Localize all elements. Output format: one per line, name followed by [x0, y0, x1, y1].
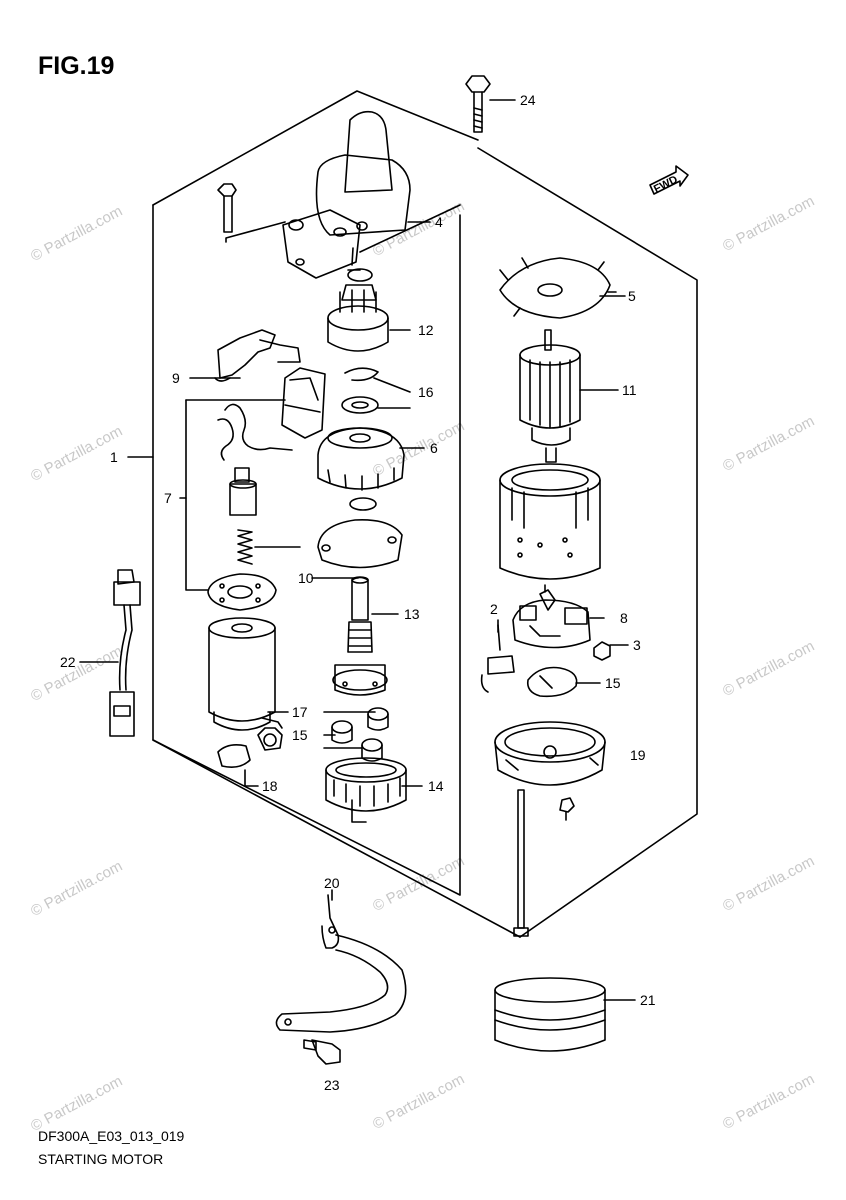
o-ring-part [349, 497, 377, 511]
nut-part [593, 641, 611, 661]
callout-15: 15 [292, 727, 308, 743]
figure-title: FIG.19 [38, 52, 115, 80]
clip-part [217, 744, 251, 768]
callout-15: 15 [605, 675, 621, 691]
callout-24: 24 [520, 92, 536, 108]
bolt-part [303, 1039, 341, 1065]
gasket-part [317, 518, 403, 569]
yoke-part [499, 463, 601, 593]
screw-part [217, 183, 237, 233]
gear-housing-part [317, 427, 405, 491]
armature-part [519, 329, 581, 463]
callout-12: 12 [418, 322, 434, 338]
callout-17: 17 [292, 704, 308, 720]
plate-ring-part [207, 573, 277, 611]
callout-22: 22 [60, 654, 76, 670]
callout-1: 1 [110, 449, 118, 465]
callout-9: 9 [172, 370, 180, 386]
magnetic-switch-cover-part [282, 110, 411, 279]
spring-part [237, 529, 253, 565]
callout-21: 21 [640, 992, 656, 1008]
callout-7: 7 [164, 490, 172, 506]
callout-4: 4 [435, 214, 443, 230]
callout-11: 11 [622, 382, 637, 398]
internal-gear-part [325, 757, 407, 812]
plate-part [526, 666, 578, 698]
bolt-part [465, 75, 491, 133]
callout-13: 13 [404, 606, 420, 622]
direction-label: FWD [652, 174, 680, 196]
callout-19: 19 [630, 747, 646, 763]
through-bolt-part [513, 789, 529, 937]
washer-part [341, 396, 379, 414]
bracket-part [281, 367, 326, 439]
assembly-outline [152, 90, 479, 206]
magnetic-switch-body-part [208, 617, 283, 731]
diagram-code: DF300A_E03_013_019 [38, 1128, 185, 1144]
callout-16: 16 [418, 384, 434, 400]
end-frame-part [494, 721, 606, 786]
callout-6: 6 [430, 440, 438, 456]
callout-20: 20 [324, 875, 340, 891]
fitting-part [257, 727, 283, 751]
pinion-gear-part [327, 268, 389, 352]
diagram-name: STARTING MOTOR [38, 1151, 164, 1167]
callout-3: 3 [633, 637, 641, 653]
drive-shaft-part [332, 576, 388, 696]
terminal-part [480, 624, 515, 693]
retainer-ring-part [344, 367, 379, 382]
brush-holder-part [512, 589, 591, 649]
dust-plate-part [499, 257, 617, 319]
callout-2: 2 [490, 601, 498, 617]
callout-8: 8 [620, 610, 628, 626]
mounting-strap-part [275, 894, 407, 1033]
spring-wire-part [224, 403, 293, 451]
planet-gear-part [331, 707, 389, 762]
callout-23: 23 [324, 1077, 340, 1093]
callout-5: 5 [628, 288, 636, 304]
plunger-part [229, 467, 257, 516]
callout-14: 14 [428, 778, 444, 794]
callout-18: 18 [262, 778, 278, 794]
lead-wire-part [109, 569, 141, 737]
callout-10: 10 [298, 570, 314, 586]
direction-arrow-icon [649, 165, 689, 195]
shift-lever-part [214, 329, 301, 382]
band-part [494, 977, 606, 1052]
